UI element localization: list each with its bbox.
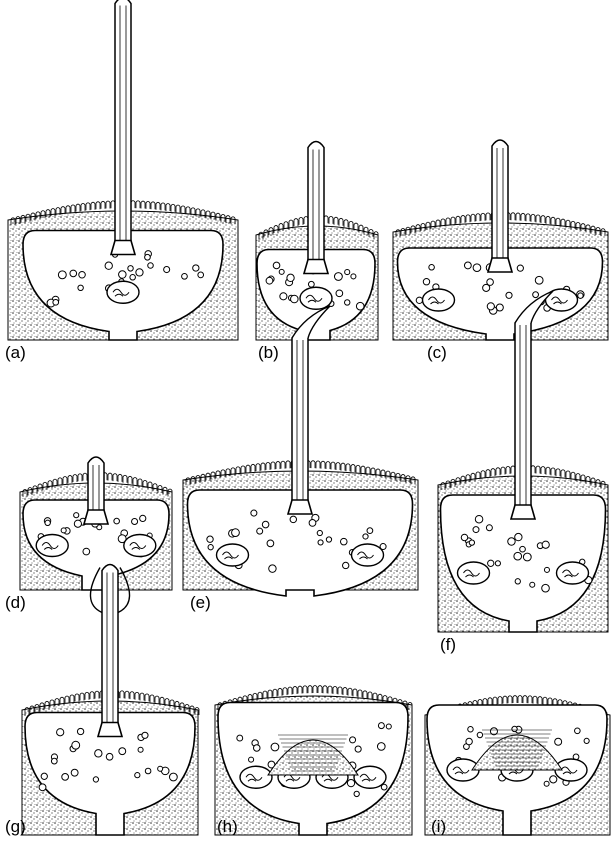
panel-h: [215, 686, 412, 835]
panel-d: [20, 457, 172, 590]
panel-label-b: (b): [258, 344, 279, 361]
panel-label-f: (f): [440, 636, 456, 653]
panel-b: [256, 142, 378, 341]
panel-label-c: (c): [427, 344, 447, 361]
panel-label-a: (a): [5, 344, 26, 361]
panel-a: [8, 0, 238, 340]
panel-g: [22, 565, 199, 836]
panel-f: [438, 291, 608, 632]
panel-label-g: (g): [5, 818, 26, 835]
panel-label-d: (d): [5, 594, 26, 611]
panel-label-i: (i): [431, 818, 446, 835]
panel-i: [425, 696, 610, 835]
panel-c: [393, 140, 608, 340]
panel-e: [183, 306, 418, 596]
panel-label-h: (h): [217, 818, 238, 835]
panel-label-e: (e): [190, 594, 211, 611]
